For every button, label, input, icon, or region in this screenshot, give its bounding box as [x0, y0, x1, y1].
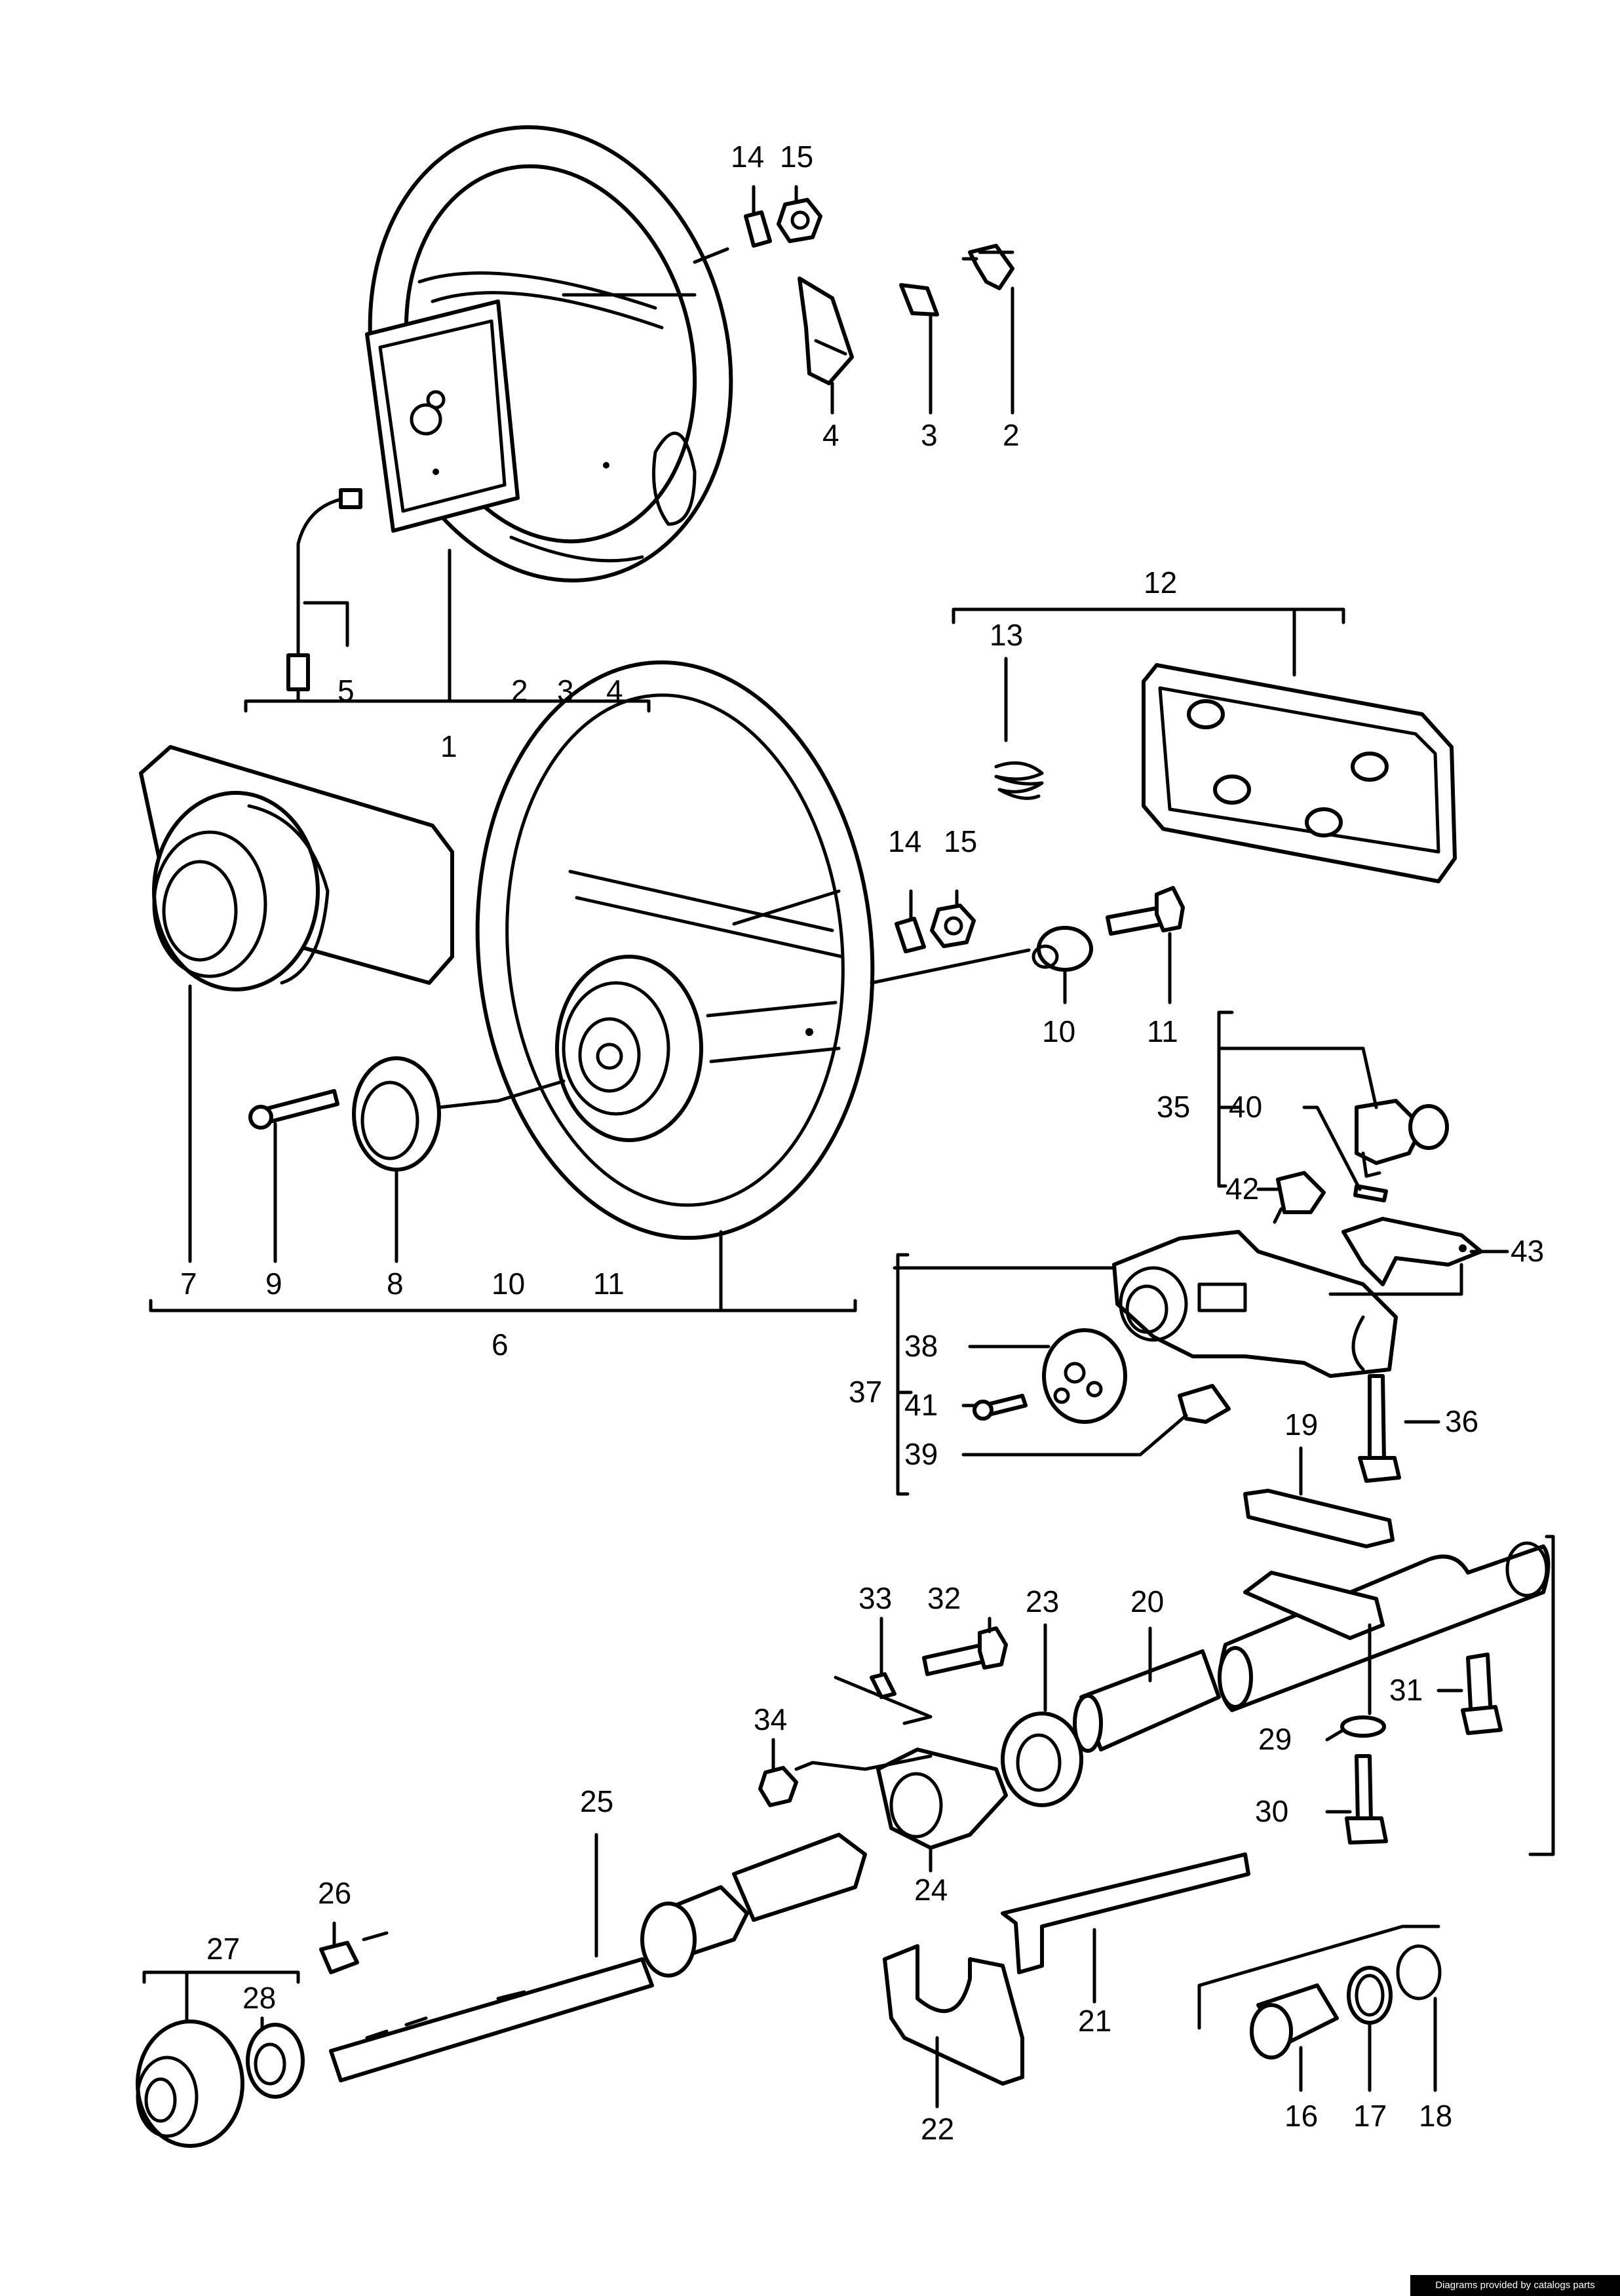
contact-plate-3 [899, 283, 939, 316]
label-30: 30 [1255, 1794, 1288, 1828]
label-34: 34 [754, 1702, 787, 1736]
label-15-lower: 15 [944, 824, 977, 858]
label-25: 25 [580, 1784, 613, 1818]
label-6-sub-10: 10 [492, 1267, 525, 1301]
screw-41 [973, 1394, 1028, 1421]
screw-26 [319, 1941, 359, 1974]
support-21 [1001, 1852, 1250, 1974]
plate-19 [1243, 1489, 1395, 1548]
callout-labels: 1 5 2 3 4 14 15 4 3 2 12 13 14 15 10 11 … [180, 140, 1544, 2146]
label-27: 27 [206, 1932, 240, 1966]
label-17: 17 [1353, 2099, 1387, 2133]
nut-upper [777, 198, 822, 243]
bearing-27 [136, 2019, 244, 2148]
contact-bracket-4 [798, 277, 854, 385]
ignition-switch-38 [1042, 1328, 1127, 1424]
label-13: 13 [990, 618, 1023, 652]
label-2: 2 [1003, 418, 1020, 452]
switch-35 [1355, 1099, 1449, 1178]
label-20: 20 [1130, 1584, 1164, 1618]
label-18: 18 [1419, 2099, 1452, 2133]
label-4: 4 [822, 418, 839, 452]
bolt-36 [1358, 1374, 1401, 1483]
horn-pad-12 [1142, 663, 1457, 883]
lock-washer-upper [744, 210, 772, 248]
contact-ring-8 [352, 1056, 566, 1172]
trim-cover-7 [139, 745, 454, 991]
label-1: 1 [440, 729, 457, 763]
label-14-lower: 14 [888, 824, 921, 858]
steering-wheel-lower [475, 660, 1031, 1240]
label-1-sub-2: 2 [511, 674, 528, 708]
screw-9 [248, 1089, 339, 1130]
label-6: 6 [492, 1328, 509, 1362]
label-11: 11 [1147, 1014, 1178, 1048]
lock-housing-37 [1112, 1230, 1398, 1378]
credit-footer: Diagrams provided by catalogs parts [1410, 2275, 1620, 2296]
bolt-31 [1461, 1653, 1503, 1735]
label-9: 9 [265, 1267, 282, 1301]
shaft-25 [329, 1833, 867, 2082]
ring-17 [1347, 1966, 1393, 2025]
label-42: 42 [1225, 1172, 1259, 1206]
spring-13 [994, 761, 1044, 800]
nut-lower [930, 904, 976, 948]
pin-40 [1353, 1184, 1388, 1202]
label-37: 37 [849, 1375, 882, 1409]
label-31: 31 [1389, 1673, 1423, 1707]
label-41: 41 [904, 1388, 938, 1422]
washer-29 [1340, 1715, 1386, 1738]
label-23: 23 [1026, 1584, 1059, 1618]
leader-lines [142, 185, 1555, 2109]
label-29: 29 [1258, 1722, 1292, 1756]
label-19: 19 [1284, 1407, 1318, 1442]
label-1-sub-4: 4 [606, 674, 623, 708]
circlip-18 [1396, 1944, 1442, 2000]
label-36: 36 [1445, 1404, 1478, 1438]
label-21: 21 [1078, 2004, 1111, 2038]
label-1-sub-3: 3 [557, 674, 574, 708]
bushing-10 [1032, 926, 1093, 972]
label-40: 40 [1229, 1090, 1262, 1124]
switch-42 [1273, 1171, 1326, 1224]
bracket-22 [883, 1944, 1024, 2086]
label-38: 38 [904, 1329, 938, 1363]
bearing-23 [1001, 1712, 1083, 1807]
label-39: 39 [904, 1437, 938, 1471]
label-15-upper: 15 [780, 140, 813, 174]
bolt-30 [1345, 1754, 1388, 1845]
label-3: 3 [921, 418, 938, 452]
label-5: 5 [338, 674, 355, 708]
label-24: 24 [914, 1873, 948, 1907]
lock-washer-lower [895, 917, 926, 953]
label-33: 33 [858, 1581, 892, 1615]
label-26: 26 [318, 1876, 351, 1910]
label-32: 32 [927, 1581, 961, 1615]
label-10: 10 [1042, 1014, 1075, 1048]
column-tube [1218, 1541, 1551, 1712]
bolt-11 [1106, 886, 1185, 936]
label-6-sub-11: 11 [593, 1267, 625, 1301]
label-43: 43 [1511, 1234, 1544, 1268]
steering-wheel-upper [286, 125, 733, 691]
label-12: 12 [1144, 565, 1177, 600]
label-35: 35 [1157, 1090, 1190, 1124]
sleeve-20 [1073, 1649, 1221, 1753]
bolt-32 [922, 1626, 1008, 1676]
contact-spring-2 [961, 244, 1014, 290]
label-14-upper: 14 [731, 140, 764, 174]
label-28: 28 [242, 1981, 276, 2015]
label-7: 7 [180, 1267, 197, 1301]
nut-34 [758, 1766, 798, 1807]
bearing-housing-24 [876, 1748, 1008, 1850]
label-22: 22 [921, 2112, 954, 2146]
label-16: 16 [1284, 2099, 1318, 2133]
label-8: 8 [387, 1267, 404, 1301]
bushing-16 [1250, 1983, 1339, 2059]
lock-bracket-43 [1341, 1217, 1483, 1286]
bearing-28 [246, 2023, 305, 2099]
